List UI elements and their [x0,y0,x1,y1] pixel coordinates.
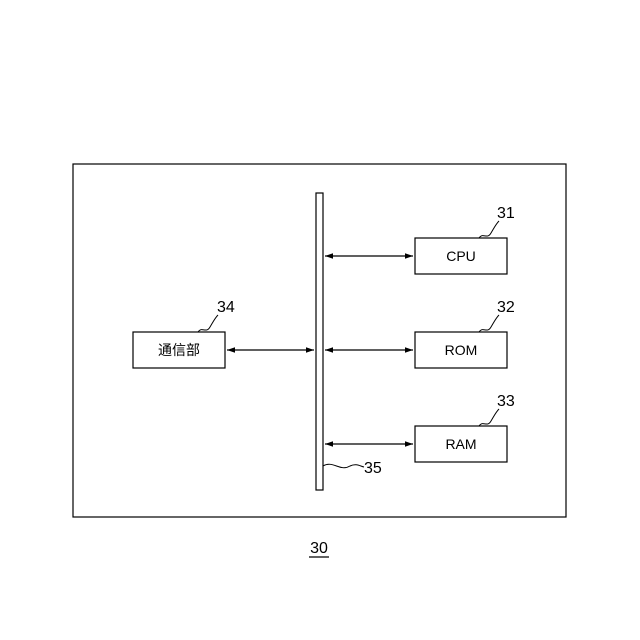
rom-ref: 32 [497,299,515,316]
cpu-block: CPU 31 [415,205,515,274]
cpu-ref: 31 [497,205,515,222]
ram-ref: 33 [497,393,515,410]
comm-leader-line [198,315,218,332]
bus-leader-line [323,464,364,467]
comm-label: 通信部 [158,342,200,358]
rom-leader-line [479,315,499,332]
system-bus [316,193,323,490]
ram-leader-line [479,409,499,426]
rom-block: ROM 32 [415,299,515,368]
cpu-leader-line [479,221,499,238]
ram-block: RAM 33 [415,393,515,462]
cpu-label: CPU [446,248,476,264]
comm-ref: 34 [217,299,235,316]
figure-number: 30 [310,540,328,557]
rom-label: ROM [445,342,478,358]
comm-block: 通信部 34 [133,299,235,368]
ram-label: RAM [445,436,476,452]
bus-ref: 35 [364,460,382,477]
